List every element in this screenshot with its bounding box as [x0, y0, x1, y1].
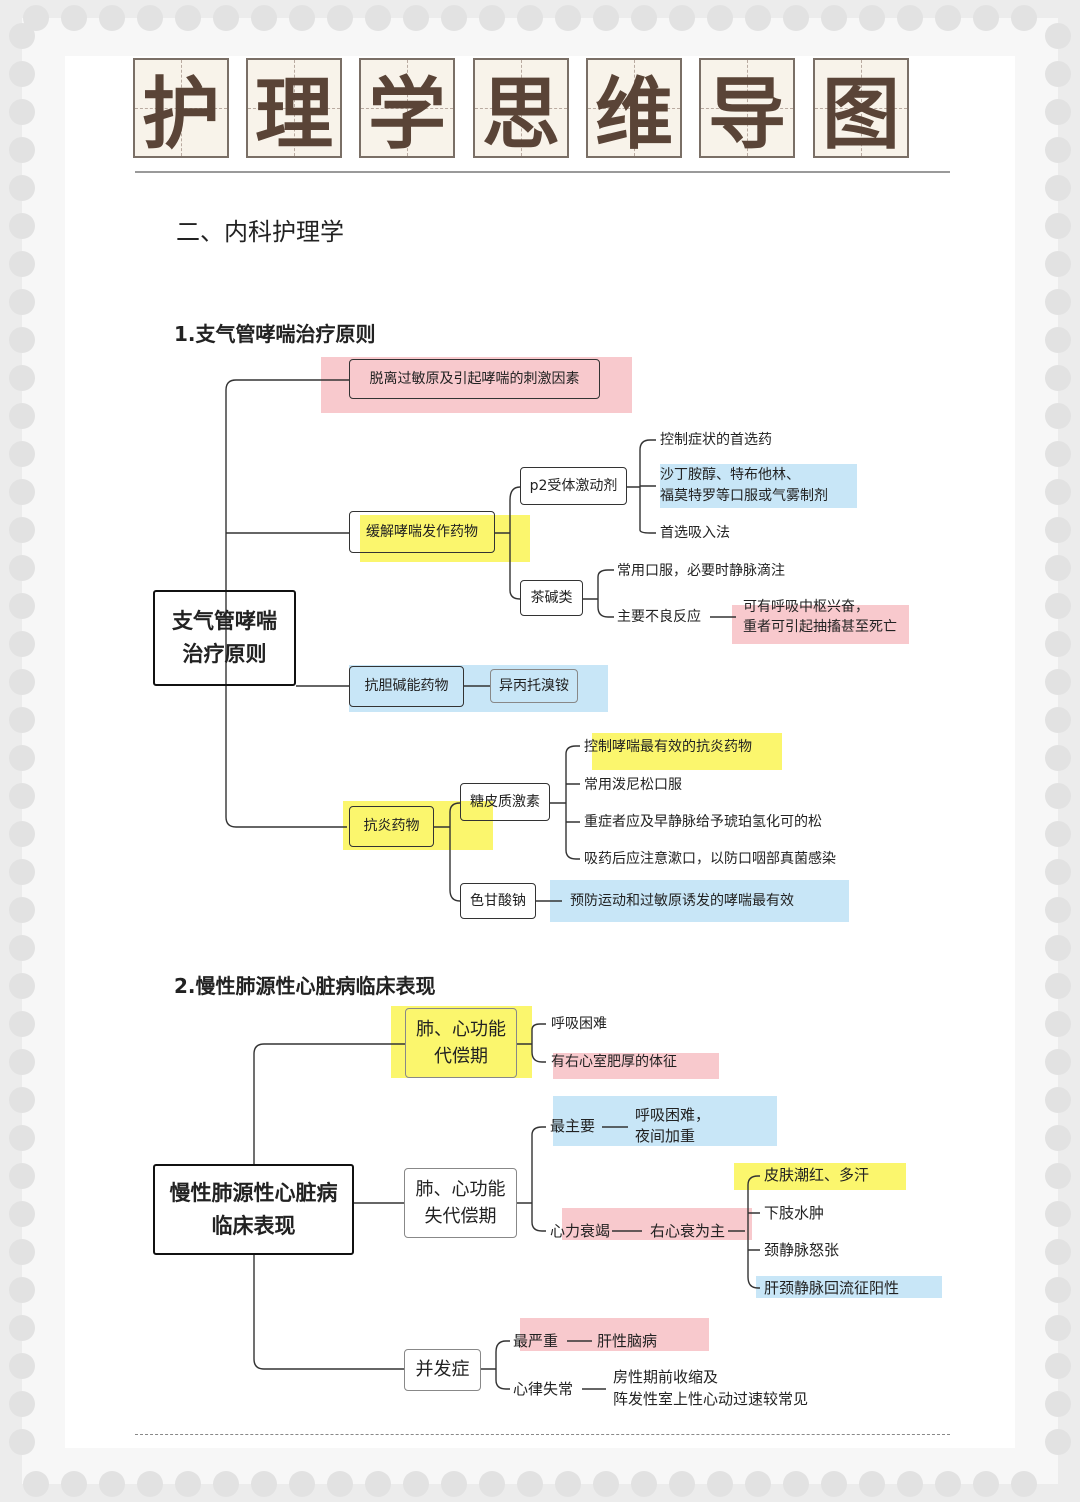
map2-root-node[interactable]: 慢性肺源性心脏病临床表现	[153, 1164, 354, 1255]
beta-item: 首选吸入法	[660, 525, 730, 541]
highlight-blue	[756, 1276, 942, 1298]
section-heading: 二、内科护理学	[176, 218, 344, 246]
map1-root-node[interactable]: 支气管哮喘治疗原则	[153, 590, 296, 686]
arrhythmia-label: 心律失常	[513, 1380, 574, 1398]
highlight-yellow	[343, 801, 493, 850]
map2-heading: 2.慢性肺源性心脏病临床表现	[174, 974, 436, 998]
beta-item: 福莫特罗等口服或气雾制剂	[660, 488, 828, 504]
highlight-pink	[321, 357, 632, 413]
node-glucocorticoid[interactable]: 糖皮质激素	[460, 783, 550, 821]
comp-item: 有右心室肥厚的体征	[551, 1054, 677, 1070]
root-label: 慢性肺源性心脏病	[169, 1180, 338, 1205]
branch-label: 肺、心功能	[416, 1019, 506, 1040]
branch-decompensated[interactable]: 肺、心功能失代偿期	[404, 1168, 517, 1238]
severe-label: 最严重	[513, 1332, 559, 1350]
node-cromolyn[interactable]: 色甘酸钠	[460, 883, 536, 919]
highlight-pink	[520, 1318, 709, 1351]
node-theophylline[interactable]: 茶碱类	[520, 580, 583, 616]
branch-avoid-allergen[interactable]: 脱离过敏原及引起哮喘的刺激因素	[349, 359, 600, 399]
hf-item: 肝颈静脉回流征阳性	[764, 1279, 900, 1297]
highlight-pink	[553, 1053, 719, 1079]
node-beta2-agonist[interactable]: p2受体激动剂	[520, 467, 627, 505]
theo-item: 主要不良反应	[617, 609, 701, 625]
branch-anti-inflammatory[interactable]: 抗炎药物	[349, 806, 434, 847]
root-label: 支气管哮喘	[172, 609, 277, 634]
arrhythmia-detail: 阵发性室上性心动过速较常见	[613, 1390, 809, 1408]
highlight-blue	[553, 1096, 777, 1146]
theo-detail: 重者可引起抽搐甚至死亡	[743, 619, 897, 635]
gluco-item: 常用泼尼松口服	[584, 777, 682, 793]
arrhythmia-detail: 房性期前收缩及	[613, 1368, 719, 1386]
branch-complications[interactable]: 并发症	[404, 1349, 481, 1391]
heart-failure-type: 右心衰为主	[650, 1222, 726, 1240]
map1-heading: 1.支气管哮喘治疗原则	[174, 322, 376, 346]
highlight-blue	[349, 665, 608, 712]
root-label: 临床表现	[211, 1213, 296, 1238]
branch-label: 失代偿期	[424, 1206, 497, 1227]
main-detail: 夜间加重	[635, 1127, 696, 1145]
title-char: 学	[359, 58, 455, 160]
hf-item: 下肢水肿	[764, 1204, 825, 1222]
highlight-pink	[732, 605, 909, 644]
highlight-blue	[660, 464, 857, 508]
branch-compensated[interactable]: 肺、心功能代偿期	[405, 1008, 517, 1078]
page-title: 护 理 学 思 维 导 图	[131, 58, 921, 164]
gluco-item: 重症者应及早静脉给予琥珀氢化可的松	[584, 814, 822, 830]
title-divider	[135, 171, 950, 173]
theo-detail: 可有呼吸中枢兴奋，	[743, 599, 869, 615]
bottom-divider	[135, 1434, 950, 1435]
main-detail: 呼吸困难，	[635, 1106, 711, 1124]
cromolyn-detail: 预防运动和过敏原诱发的哮喘最有效	[570, 893, 794, 909]
heart-failure-label: 心力衰竭	[550, 1222, 611, 1240]
theo-item: 常用口服，必要时静脉滴注	[617, 563, 785, 579]
comp-item: 呼吸困难	[551, 1016, 607, 1032]
branch-relief-drugs[interactable]: 缓解哮喘发作药物	[349, 511, 495, 553]
highlight-yellow	[734, 1163, 906, 1190]
title-char: 思	[473, 58, 569, 160]
root-label: 治疗原则	[182, 642, 267, 666]
title-char: 导	[699, 58, 795, 160]
beta-item: 沙丁胺醇、特布他林、	[660, 467, 800, 483]
highlight-blue	[550, 880, 849, 922]
highlight-yellow	[360, 515, 530, 562]
highlight-pink	[562, 1208, 752, 1240]
title-char: 维	[586, 58, 682, 160]
beta-item: 控制症状的首选药	[660, 432, 772, 448]
gluco-item: 控制哮喘最有效的抗炎药物	[584, 739, 752, 755]
gluco-item: 吸药后应注意漱口，以防口咽部真菌感染	[584, 851, 836, 867]
branch-anticholinergic[interactable]: 抗胆碱能药物	[349, 666, 464, 707]
branch-label: 肺、心功能	[415, 1179, 506, 1200]
paper	[65, 56, 1015, 1448]
node-ipratropium[interactable]: 异丙托溴铵	[490, 669, 578, 703]
highlight-yellow	[592, 733, 782, 770]
title-char: 护	[133, 58, 229, 160]
hf-item: 皮肤潮红、多汗	[764, 1166, 870, 1184]
title-char: 图	[813, 58, 909, 160]
severe-detail: 肝性脑病	[597, 1332, 658, 1350]
highlight-yellow	[391, 1006, 532, 1078]
branch-label: 代偿期	[434, 1046, 488, 1067]
main-label: 最主要	[550, 1117, 596, 1135]
title-char: 理	[246, 58, 342, 160]
hf-item: 颈静脉怒张	[764, 1241, 840, 1259]
